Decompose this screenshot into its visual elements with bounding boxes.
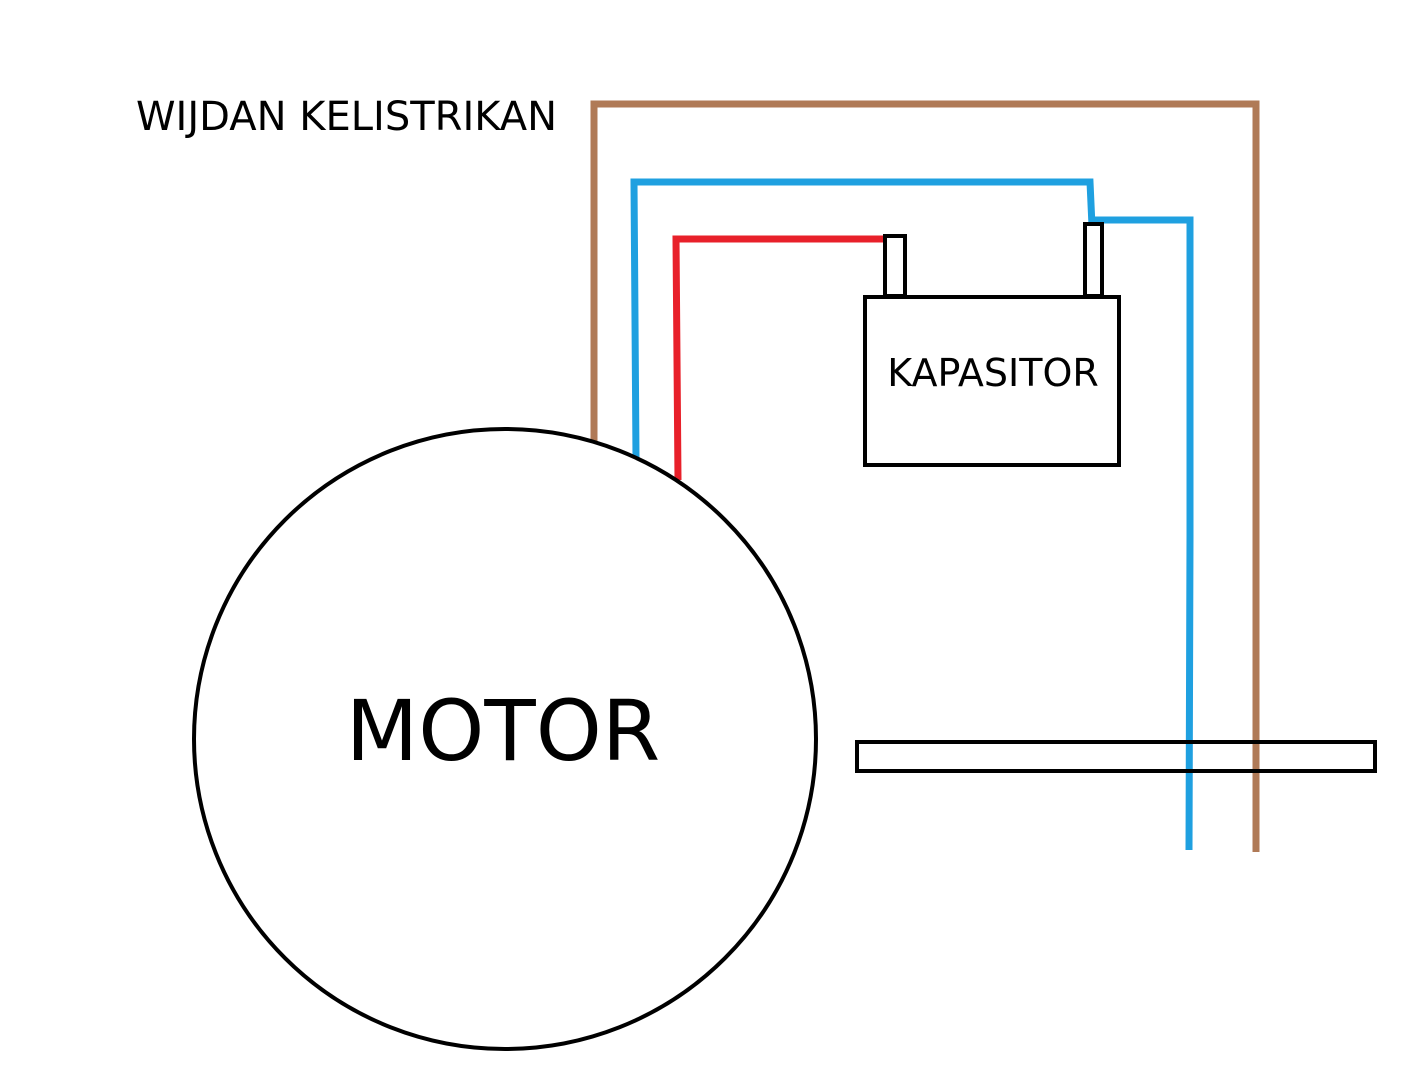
capacitor-body [863,295,1121,467]
motor-label: MOTOR [346,682,660,780]
motor-body [192,427,818,1051]
red-wire [672,235,890,481]
capacitor-label: KAPASITOR [887,351,1099,395]
blue-wire-capacitor-to-supply [1092,216,1194,851]
brown-wire [590,100,1260,852]
capacitor-left-terminal [883,234,907,298]
blue-wire-motor-to-capacitor [630,178,1096,459]
capacitor-right-terminal [1083,222,1104,298]
diagram-title: WIJDAN KELISTRIKAN [136,94,557,140]
terminal-bar [855,740,1377,773]
